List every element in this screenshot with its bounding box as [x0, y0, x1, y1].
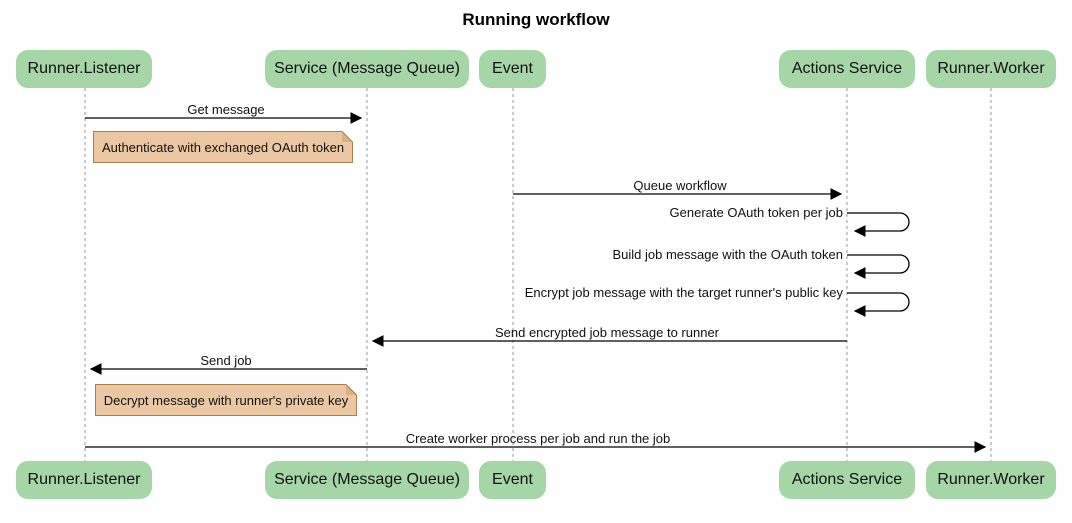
participant-event-bottom: Event	[479, 461, 546, 499]
message-label-encrypt-job-message: Encrypt job message with the target runn…	[524, 285, 843, 300]
participant-event-top: Event	[479, 50, 546, 88]
participant-actions-service-top: Actions Service	[779, 50, 915, 88]
participant-service-message-queue-top: Service (Message Queue)	[265, 50, 469, 88]
note-fold-corner-icon	[342, 131, 353, 142]
note-decrypt-private-key: Decrypt message with runner's private ke…	[95, 384, 357, 416]
arrow-self-generate-oauth-token	[847, 212, 910, 237]
participant-service-message-queue-bottom: Service (Message Queue)	[265, 461, 469, 499]
participant-runner-worker-top: Runner.Worker	[926, 50, 1056, 88]
arrow-self-build-job-message	[847, 254, 910, 279]
message-arrows	[85, 112, 987, 453]
participant-label: Runner.Worker	[937, 471, 1045, 488]
message-label-create-worker-process: Create worker process per job and run th…	[405, 431, 671, 446]
note-authenticate-oauth: Authenticate with exchanged OAuth token	[93, 131, 353, 163]
participant-label: Event	[492, 60, 533, 77]
note-text: Decrypt message with runner's private ke…	[103, 392, 349, 408]
diagram-title: Running workflow	[462, 10, 610, 29]
participant-runner-listener-top: Runner.Listener	[16, 50, 152, 88]
message-label-send-encrypted-job-message: Send encrypted job message to runner	[494, 325, 720, 340]
participant-runner-listener-bottom: Runner.Listener	[16, 461, 152, 499]
message-label-build-job-message: Build job message with the OAuth token	[612, 247, 843, 262]
arrow-self-encrypt-job-message	[847, 292, 910, 317]
participant-label: Service (Message Queue)	[274, 60, 460, 77]
participant-label: Runner.Listener	[27, 471, 141, 488]
participant-label: Runner.Listener	[27, 60, 141, 77]
message-label-generate-oauth-token: Generate OAuth token per job	[669, 205, 843, 220]
participant-label: Runner.Worker	[937, 60, 1045, 77]
message-label-get-message: Get message	[187, 102, 265, 117]
participant-label: Service (Message Queue)	[274, 471, 460, 488]
lifelines	[84, 88, 992, 461]
participant-label: Event	[492, 471, 533, 488]
message-label-send-job: Send job	[200, 353, 252, 368]
participant-label: Actions Service	[791, 471, 903, 488]
message-label-queue-workflow: Queue workflow	[633, 178, 727, 193]
note-text: Authenticate with exchanged OAuth token	[101, 139, 345, 155]
note-fold-corner-icon	[346, 384, 357, 395]
participant-label: Actions Service	[791, 60, 903, 77]
participant-runner-worker-bottom: Runner.Worker	[926, 461, 1056, 499]
participant-actions-service-bottom: Actions Service	[779, 461, 915, 499]
